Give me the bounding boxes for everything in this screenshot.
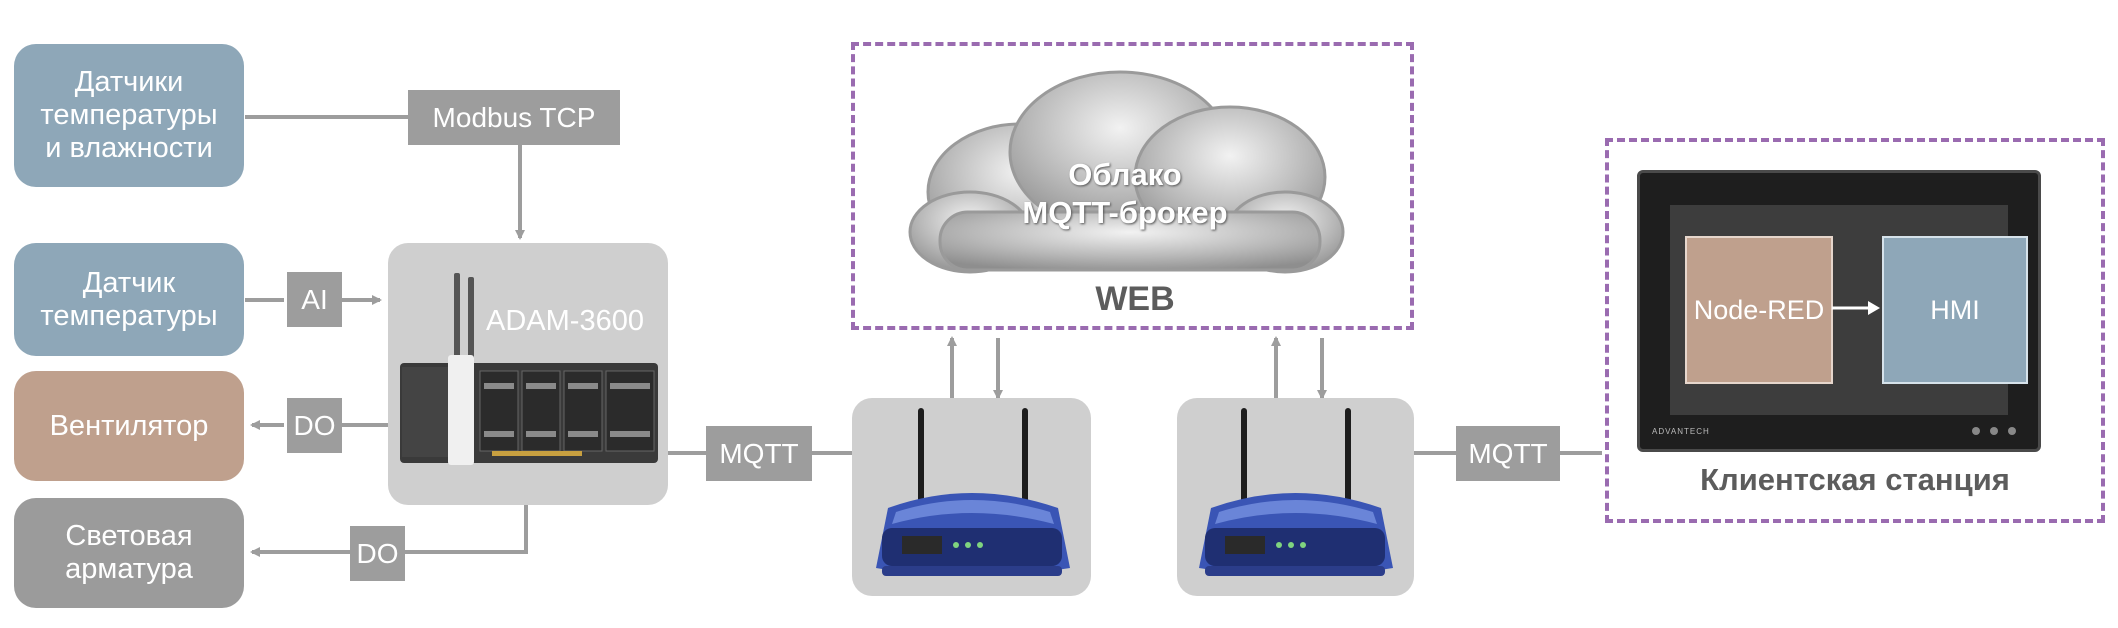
fan-node: Вентилятор: [14, 371, 244, 481]
lighting-node: Световая арматура: [14, 498, 244, 608]
web-cloud-region: [851, 42, 1414, 330]
cloud-icon: [908, 70, 1345, 274]
temp-sensor-label: Датчик температуры: [40, 266, 218, 332]
cloud-title: Облако MQTT-брокер: [1022, 157, 1228, 230]
modbus-tcp-tag: Modbus TCP: [408, 90, 620, 145]
panel-button-icon: [1990, 427, 1998, 435]
router-icon: [876, 408, 1070, 576]
ai-tag: AI: [287, 272, 342, 327]
mqtt-right-tag: MQTT: [1456, 426, 1560, 481]
temp-sensor-node: Датчик температуры: [14, 243, 244, 356]
adam-controller-label: ADAM-3600: [486, 305, 644, 337]
client-station-caption: Клиентская станция: [1700, 462, 2010, 497]
router-left-box: [852, 398, 1091, 596]
lighting-label: Световая арматура: [65, 520, 193, 585]
web-caption: WEB: [1095, 280, 1175, 318]
router-right-box: [1177, 398, 1414, 596]
temp-humidity-sensors-label: Датчики температуры и влажности: [40, 66, 218, 164]
panel-brand: ADVANTECH: [1652, 427, 1710, 436]
router-icon: [1199, 408, 1393, 576]
hmi-panel: Node-RED HMI ADVANTECH: [1637, 170, 2041, 452]
client-station-region: [1605, 138, 2105, 523]
arrow-icon: [1832, 301, 1880, 315]
node-red-block: Node-RED: [1685, 236, 1833, 384]
hmi-block: HMI: [1882, 236, 2028, 384]
do-light-tag: DO: [350, 526, 405, 581]
fan-label: Вентилятор: [49, 409, 209, 442]
temp-humidity-sensors-node: Датчики температуры и влажности: [14, 44, 244, 187]
do-fan-tag: DO: [287, 398, 342, 453]
adam-controller-box: ADAM-3600: [388, 243, 668, 505]
adam-device-icon: [400, 273, 658, 465]
panel-button-icon: [2008, 427, 2016, 435]
panel-button-icon: [1972, 427, 1980, 435]
mqtt-left-tag: MQTT: [706, 426, 812, 481]
